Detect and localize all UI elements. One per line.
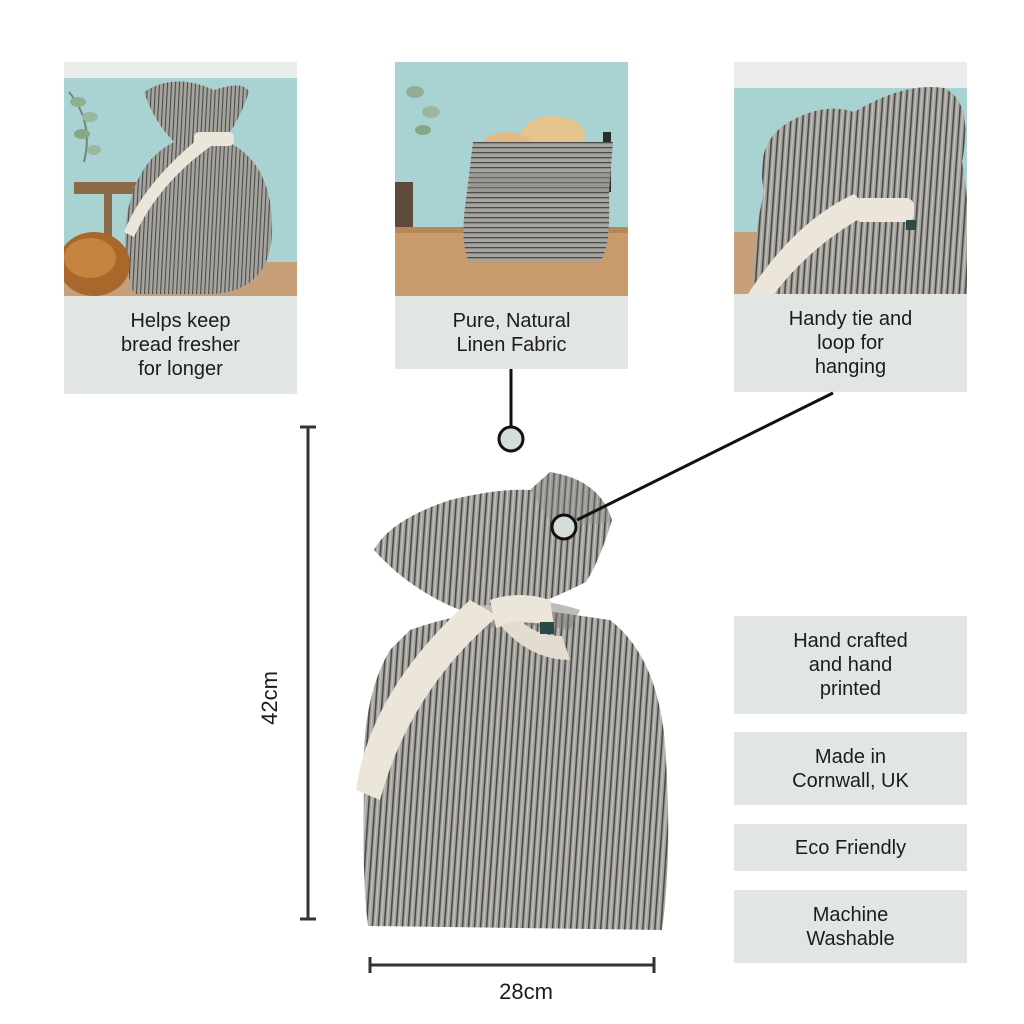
eucalyptus-icon [406,86,440,135]
width-dimension-line [368,957,656,973]
eucalyptus-icon [68,91,101,163]
feature-card-fresh-bread: Helps keep bread fresher for longer [64,62,297,394]
bread-bag-main-image [356,472,669,930]
width-label: 28cm [499,979,553,1004]
bread-bag-photo [64,62,297,296]
callout-dot-icon [497,425,525,453]
height-label: 42cm [257,671,282,725]
caption-linen-fabric: Pure, Natural Linen Fabric [395,296,628,369]
caption-fresh-bread: Helps keep bread fresher for longer [64,296,297,394]
caption-tie-loop: Handy tie and loop for hanging [734,294,967,392]
open-bag-photo [395,62,628,296]
tie-closeup-photo [734,62,967,294]
bread-loaf-icon [64,232,130,296]
callout-line-tie [576,391,834,522]
feature-card-linen-fabric: Pure, Natural Linen Fabric [395,62,628,369]
callout-dot-icon [550,513,578,541]
height-dimension-line [300,425,316,921]
feature-eco-friendly: Eco Friendly [734,824,967,871]
feature-hand-crafted: Hand crafted and hand printed [734,616,967,714]
feature-machine-washable: Machine Washable [734,890,967,963]
feature-made-in-cornwall: Made in Cornwall, UK [734,732,967,805]
feature-card-tie-loop: Handy tie and loop for hanging [734,62,967,392]
